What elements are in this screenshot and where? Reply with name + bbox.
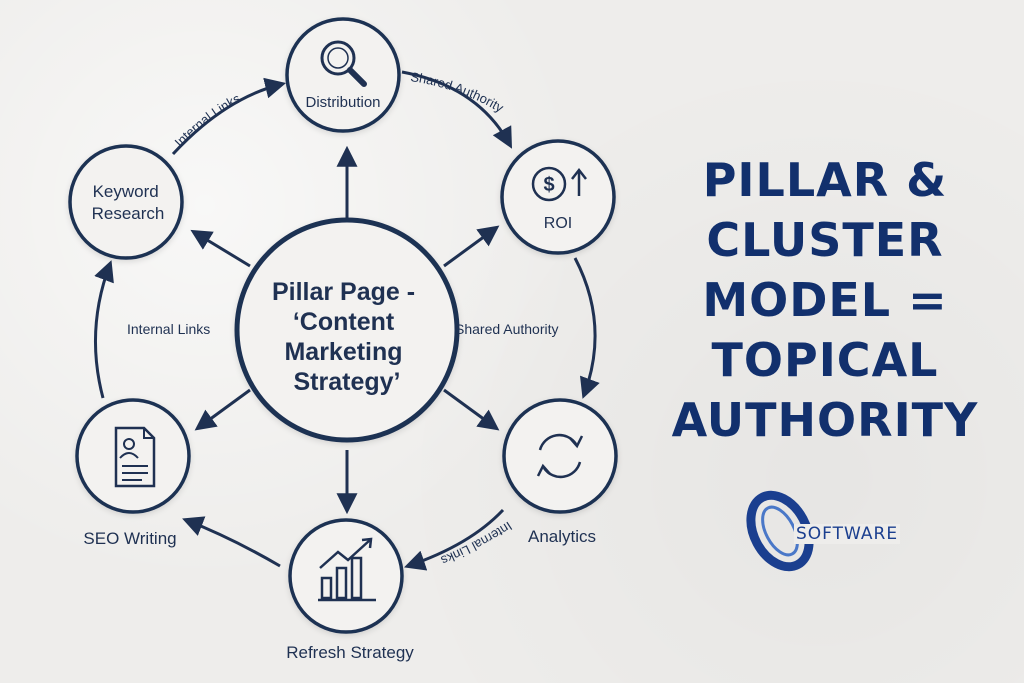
bar-chart-growth-icon: [318, 537, 376, 602]
company-logo: SOFTWARE: [740, 486, 930, 576]
arrow-distribution-to-roi: [401, 70, 513, 149]
refresh-cycle-icon: [536, 433, 584, 479]
pillar-page-node: Pillar Page - ‘Content Marketing Strateg…: [234, 217, 460, 443]
analytics-node: [502, 398, 618, 514]
distribution-node: Distribution: [285, 17, 401, 133]
refresh-strategy-node: [288, 518, 404, 634]
dollar-up-icon: $: [531, 166, 587, 202]
refresh-strategy-label: Refresh Strategy: [286, 643, 414, 662]
svg-text:Pillar Page - ‘Content: Pillar Page - ‘Content Marketing Strateg…: [272, 278, 422, 396]
document-user-icon: [114, 426, 156, 488]
analytics-label: Analytics: [528, 527, 596, 546]
pillar-page-line-3: Marketing: [284, 338, 402, 366]
svg-text:$: $: [543, 174, 554, 196]
link-label-keyword-distribution: Internal Links: [171, 90, 243, 150]
spoke-to-roi: [443, 225, 500, 268]
pillar-page-line-4: Strategy’: [294, 368, 401, 396]
svg-text:Keyword Research: Keyword Research: [92, 182, 165, 223]
seo-writing-label: SEO Writing: [83, 529, 176, 548]
pillar-page-line-1: Pillar Page -: [272, 278, 415, 306]
roi-node: $ ROI: [500, 139, 616, 255]
spoke-to-keyword: [190, 229, 251, 268]
keyword-research-line-2: Research: [92, 204, 165, 223]
arrow-seo-to-keyword: [93, 260, 114, 399]
arrow-keyword-to-distribution: [171, 77, 287, 156]
arrow-refresh-to-seo: [182, 516, 281, 568]
swoosh-logo-icon: [746, 490, 814, 572]
magnifier-icon: [320, 40, 367, 87]
link-label-seo-keyword: Internal Links: [127, 321, 210, 337]
keyword-research-node: Keyword Research: [68, 144, 184, 260]
headline-line-3: MODEL =: [702, 273, 948, 327]
link-label-distribution-roi: Shared Authority: [410, 69, 507, 115]
keyword-research-line-1: Keyword: [93, 182, 159, 201]
arrow-analytics-to-refresh: [404, 508, 505, 571]
link-label-analytics-refresh: Internal Links: [438, 519, 514, 569]
arrow-roi-to-analytics: [573, 257, 600, 399]
seo-writing-node: [75, 398, 191, 514]
link-label-roi-analytics: Shared Authority: [455, 321, 559, 337]
headline-line-5: AUTHORITY: [671, 393, 979, 447]
roi-label: ROI: [544, 215, 572, 232]
headline-line-1: PILLAR &: [702, 153, 948, 207]
spoke-to-analytics: [443, 388, 500, 431]
pillar-cluster-diagram: Pillar Page - ‘Content Marketing Strateg…: [68, 17, 618, 662]
distribution-label: Distribution: [305, 94, 380, 111]
headline: PILLAR & CLUSTER MODEL = TOPICAL AUTHORI…: [660, 150, 990, 450]
headline-line-2: CLUSTER: [706, 213, 944, 267]
headline-line-4: TOPICAL: [711, 333, 939, 387]
spoke-to-seo: [194, 388, 251, 431]
pillar-page-line-2: ‘Content: [293, 308, 395, 336]
logo-text: SOFTWARE: [794, 524, 901, 544]
